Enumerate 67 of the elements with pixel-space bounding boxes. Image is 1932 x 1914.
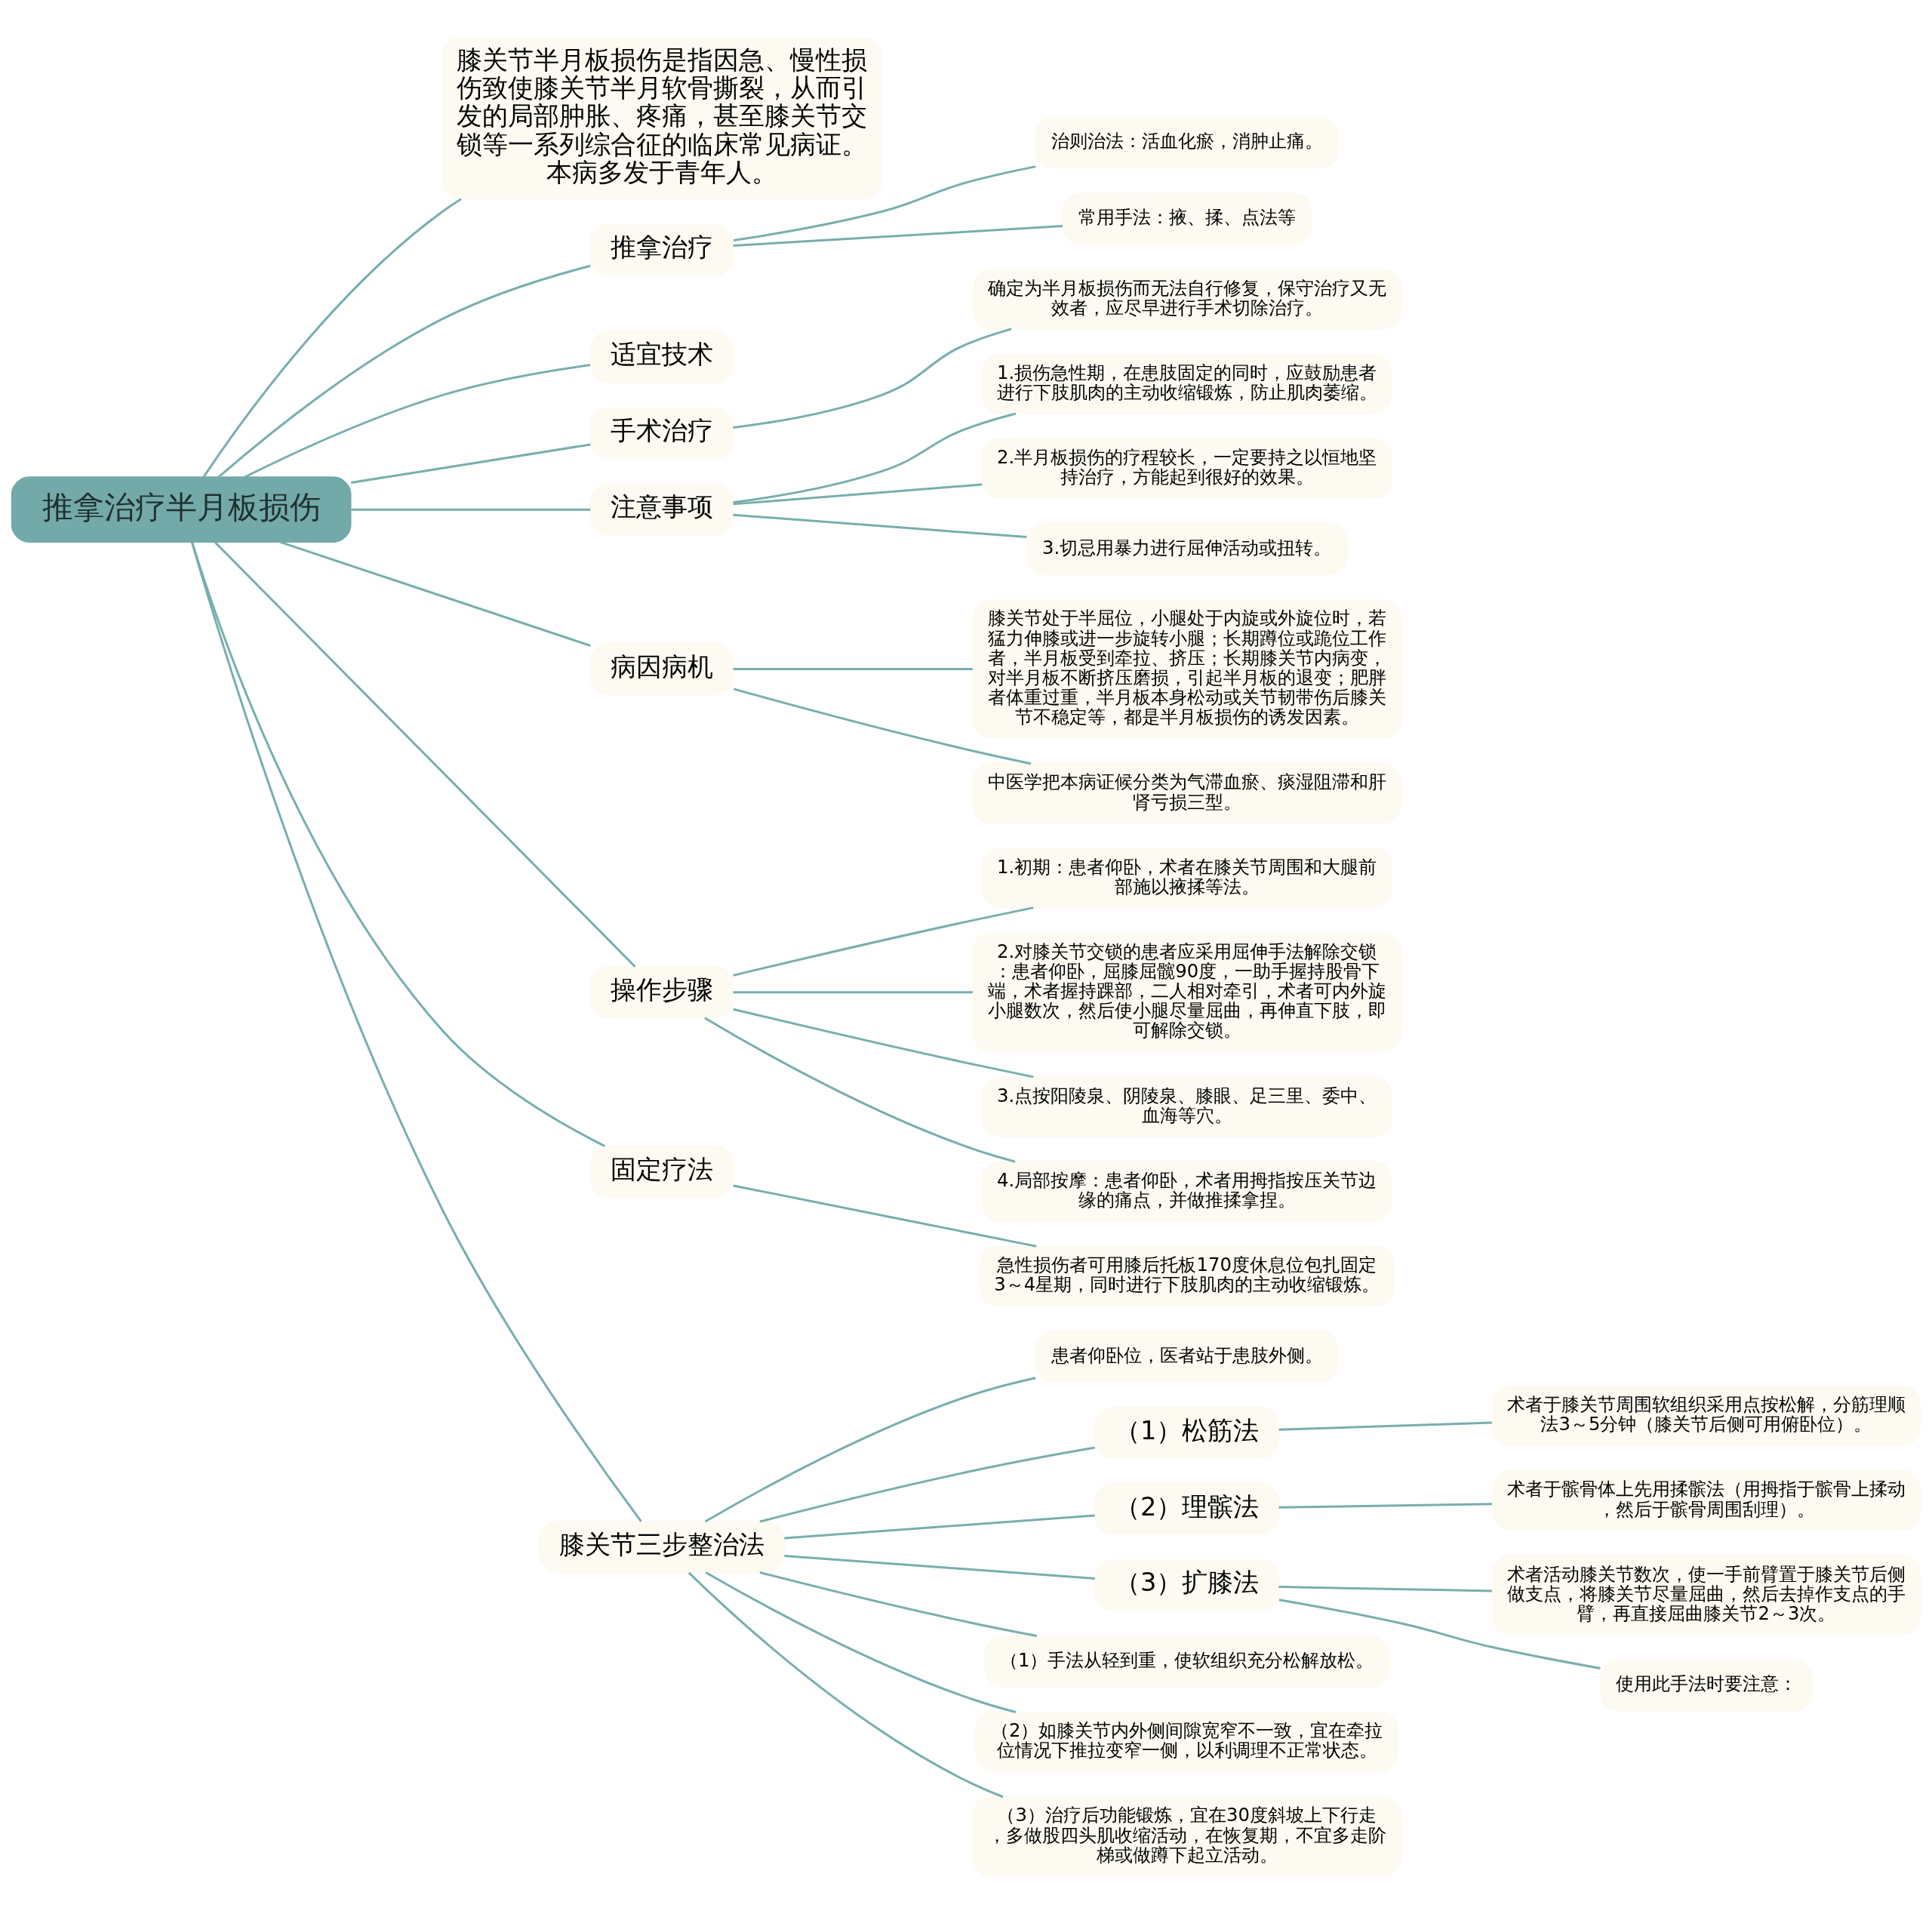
node-box: 推拿治疗	[589, 223, 734, 276]
connector	[733, 225, 1063, 247]
node-box: 3.点按阳陵泉、阴陵泉、膝眼、足三里、委中、血海等穴。	[981, 1076, 1392, 1137]
connector	[191, 542, 606, 1147]
connector	[759, 1571, 1037, 1637]
connector	[733, 513, 1027, 539]
node-box: 2.半月板损伤的疗程较长，一定要持之以恒地坚持治疗，方能起到很好的效果。	[981, 438, 1392, 500]
connector	[705, 1571, 1017, 1713]
connector	[733, 1008, 1034, 1079]
node-box: 急性损伤者可用膝后托板170度休息位包扎固定3～4星期，同时进行下肢肌肉的主动收缩锻炼。	[978, 1245, 1395, 1306]
connector	[784, 1554, 1095, 1580]
connector	[279, 540, 591, 647]
node-box: 病因病机	[589, 642, 734, 696]
node-box: 中医学把本病证候分类为气滞血瘀、痰湿阻滞和肝肾亏损三型。	[972, 762, 1401, 824]
node-box: 常用手法：掖、揉、点法等	[1062, 192, 1312, 245]
connector	[1278, 1586, 1492, 1592]
node-box: 操作步骤	[589, 966, 734, 1019]
connector	[202, 198, 462, 478]
node-box: （2）如膝关节内外侧间隙宽窄不一致，宜在牵拉位情况下推拉变窄一侧，以利调理不正常状态。	[975, 1711, 1399, 1773]
connector	[1278, 1599, 1601, 1669]
connector	[733, 412, 1017, 504]
node-box: 治则治法：活血化瘀，消肿止痛。	[1035, 116, 1339, 169]
node-box: 2.对膝关节交锁的患者应采用屈伸手法解除交锁：患者仰卧，屈膝屈髋90度，一助手握持股骨下端，术者握持踝部，二人相对牵引，术者可内外旋小腿数次，然后使小腿尽量屈曲，再伸直下肢，即可解除交锁。	[972, 932, 1401, 1053]
node-box: （1）松筋法	[1094, 1406, 1280, 1459]
node-box: 术者活动膝关节数次，使一手前臂置于膝关节后侧做支点，将膝关节尽量屈曲，然后去掉作支点的手臂，再直接屈曲膝关节2～3次。	[1491, 1555, 1921, 1636]
node-box: 术者于膝关节周围软组织采用点按松解，分筋理顺法3～5分钟（膝关节后侧可用俯卧位）。	[1491, 1385, 1921, 1447]
connector	[1278, 1503, 1492, 1509]
node-box: （3）扩膝法	[1094, 1559, 1280, 1611]
node-box: 固定疗法	[589, 1145, 734, 1198]
node-box: 手术治疗	[589, 407, 734, 460]
connector	[1278, 1421, 1492, 1431]
node-box: 注意事项	[589, 483, 734, 536]
node-box: 膝关节处于半屈位，小腿处于内旋或外旋位时，若猛力伸膝或进一步旋转小腿；长期蹲位或跪位工作者，半月板受到牵拉、挤压；长期膝关节内病变，对半月板不断挤压磨损，引起半月板的退变；肥胖者体重过重，半月板本身松动或关节韧带伤后膝关节不稳定等，都是半月板损伤的诱发因素。	[972, 599, 1401, 740]
connector	[217, 264, 591, 478]
node-box: 适宜技术	[589, 331, 734, 383]
connector	[191, 542, 642, 1522]
node-box: 4.局部按摩：患者仰卧，术者用拇指按压关节边缘的痛点，并做推揉拿捏。	[981, 1161, 1392, 1222]
node-box: 膝关节三步整治法	[539, 1521, 785, 1574]
node-box: 3.切忌用暴力进行屈伸活动或扭转。	[1026, 522, 1348, 576]
connector	[704, 1017, 1016, 1163]
node-box: （2）理髌法	[1094, 1482, 1280, 1535]
connector	[733, 483, 983, 506]
node-box: 推拿治疗半月板损伤	[11, 476, 352, 543]
connector	[688, 1571, 1004, 1799]
node-box: （3）治疗后功能锻炼，宜在30度斜坡上下行走，多做股四头肌收缩活动，在恢复期，不宜多走阶梯或做蹲下起立活动。	[972, 1796, 1401, 1877]
node-box: 1.初期：患者仰卧，术者在膝关节周围和大腿前部施以掖揉等法。	[981, 848, 1392, 909]
node-box: （1）手法从轻到重，使软组织充分松解放松。	[984, 1635, 1390, 1688]
node-box: 膝关节半月板损伤是指因急、慢性损伤致使膝关节半月软骨撕裂，从而引发的局部肿胀、疼痛，甚至膝关节交锁等一系列综合征的临床常见病证。本病多发于青年人。	[441, 37, 882, 200]
connector	[245, 364, 591, 478]
connector	[733, 667, 973, 670]
connector	[733, 165, 1036, 242]
node-box: 确定为半月板损伤而无法自行修复，保守治疗又无效者，应尽早进行手术切除治疗。	[972, 269, 1401, 330]
node-box: 1.损伤急性期，在患肢固定的同时，应鼓励患者进行下肢肌肉的主动收缩锻炼，防止肌肉萎缩。	[981, 353, 1392, 414]
connector	[704, 1377, 1036, 1523]
connector	[733, 1184, 1037, 1248]
connector	[733, 688, 1032, 765]
connector	[784, 1514, 1095, 1540]
node-box: 患者仰卧位，医者站于患肢外侧。	[1035, 1330, 1339, 1383]
connector	[759, 1446, 1095, 1523]
node-box: 使用此手法时要注意：	[1599, 1659, 1814, 1712]
connector	[351, 508, 591, 511]
connector	[733, 328, 1012, 429]
connector	[351, 443, 591, 484]
connector	[733, 906, 1034, 977]
connector	[214, 541, 636, 968]
node-box: 术者于髌骨体上先用揉髌法（用拇指于髌骨上揉动，然后于髌骨周围刮理）。	[1491, 1469, 1921, 1531]
connector	[733, 991, 973, 994]
